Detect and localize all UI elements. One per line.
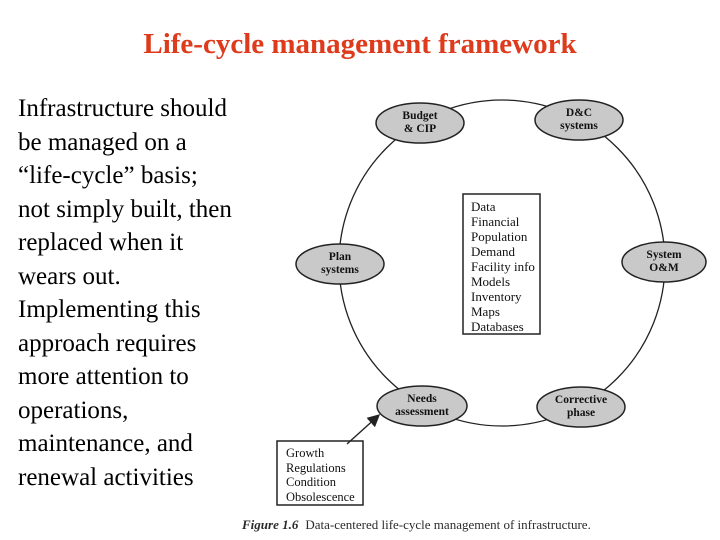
data-box [462, 193, 541, 335]
node-label-budget: Budget & CIP [402, 110, 438, 135]
node-ellipse-plan-systems [295, 243, 385, 285]
node-ellipse-corrective-phase [536, 386, 626, 428]
node-label-corrective-phase: Corrective phase [554, 394, 608, 419]
factors-arrow [346, 414, 381, 445]
node-label-system-om: System O&M [646, 249, 682, 274]
node-ellipse-budget [375, 102, 465, 144]
node-label-plan-systems: Plan systems [321, 251, 359, 276]
node-ellipse-needs-assessment [376, 385, 468, 427]
node-label-dc-systems: D&C systems [560, 107, 598, 132]
factors-box-text: Growth Regulations Condition Obsolescenc… [286, 446, 355, 504]
figure-caption: Figure 1.6 Data-centered life-cycle manag… [242, 517, 591, 533]
node-label-needs-assessment: Needs assessment [395, 393, 449, 418]
node-ellipse-system-om [621, 241, 707, 283]
data-box-text: Data Financial Population Demand Facilit… [471, 199, 535, 334]
slide-body-text: Infrastructure should be managed on a “l… [18, 95, 232, 491]
factors-box [276, 440, 364, 506]
node-ellipse-dc-systems [534, 99, 624, 141]
slide-title: Life-cycle management framework [143, 28, 577, 60]
figure-caption-label: Figure 1.6 [242, 517, 299, 532]
figure-caption-text: Data-centered life-cycle management of i… [305, 517, 591, 532]
